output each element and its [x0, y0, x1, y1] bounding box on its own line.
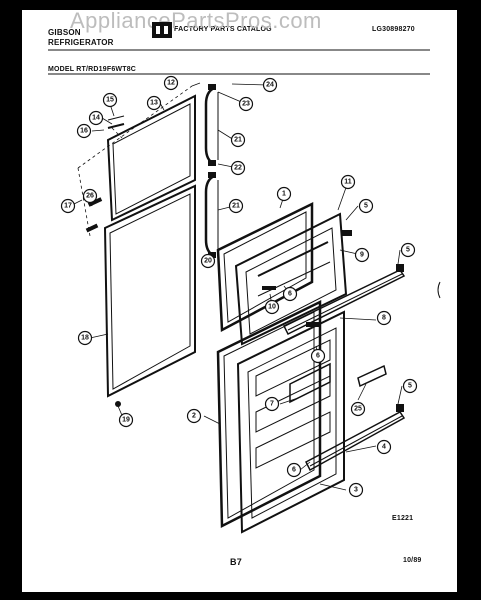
fresh-food-door-shelf	[305, 404, 406, 472]
callout-4-label: 4	[382, 444, 386, 451]
page-number: B7	[230, 557, 242, 567]
freezer-door-shelf	[282, 264, 406, 336]
callout-20-label: 20	[204, 258, 212, 265]
fresh-food-door-liner	[216, 299, 345, 534]
fresh-food-door-gasket	[103, 184, 196, 398]
callout-25: 25	[350, 401, 366, 417]
callout-11-label: 11	[344, 179, 352, 186]
callout-18-label: 18	[81, 335, 89, 342]
brand-logo-icon	[152, 22, 172, 38]
callout-7-label: 7	[270, 401, 274, 408]
callout-20: 20	[200, 253, 216, 269]
callout-25-label: 25	[354, 406, 362, 413]
callout-14: 14	[88, 110, 104, 126]
screw-icon	[437, 281, 441, 299]
door-handles	[204, 84, 219, 258]
assembly-leader-lines	[77, 85, 193, 237]
callout-8: 8	[376, 310, 392, 326]
callout-10: 10	[264, 299, 280, 315]
callout-16: 16	[76, 123, 92, 139]
document-code: LG30898270	[372, 26, 415, 33]
drawing-id: E1221	[392, 515, 414, 522]
callout-6-label: 6	[288, 291, 292, 298]
catalog-title: FACTORY PARTS CATALOG	[174, 26, 272, 33]
callout-13-label: 13	[150, 100, 158, 107]
callout-3: 3	[348, 482, 364, 498]
callout-6-fresh-upper: 6	[310, 348, 326, 364]
callout-2: 2	[186, 408, 202, 424]
callout-19-label: 19	[122, 417, 130, 424]
callout-24-label: 24	[266, 82, 274, 89]
callout-19: 19	[118, 412, 134, 428]
callout-2-label: 2	[192, 413, 196, 420]
callout-5-label: 5	[406, 247, 410, 254]
callout-22: 22	[230, 160, 246, 176]
hinge-parts-icon	[85, 115, 125, 407]
revision-date: 10/89	[403, 557, 422, 564]
callout-13: 13	[146, 95, 162, 111]
callout-6-freezer: 6	[282, 286, 298, 302]
callout-21-label: 21	[232, 203, 240, 210]
callout-5-freezer-shelf: 5	[400, 242, 416, 258]
callout-14-label: 14	[92, 115, 100, 122]
callout-21-label: 21	[234, 137, 242, 144]
product-label: REFRIGERATOR	[48, 38, 114, 47]
callout-9: 9	[354, 247, 370, 263]
callout-4: 4	[376, 439, 392, 455]
callout-5-label: 5	[408, 383, 412, 390]
callout-7: 7	[264, 396, 280, 412]
callout-3-label: 3	[354, 487, 358, 494]
callout-8-label: 8	[382, 315, 386, 322]
callout-6-fresh-lower: 6	[286, 462, 302, 478]
callout-12-label: 12	[167, 80, 175, 87]
callout-5-label: 5	[364, 203, 368, 210]
callout-15: 15	[102, 92, 118, 108]
egg-tray	[357, 364, 387, 388]
callout-23-label: 23	[242, 101, 250, 108]
model-number: MODEL RT/RD19F6WT8C	[48, 66, 137, 73]
callout-5-fresh-shelf: 5	[402, 378, 418, 394]
callout-15-label: 15	[106, 97, 114, 104]
callout-21-upper: 21	[230, 132, 246, 148]
callout-10-label: 10	[268, 304, 276, 311]
callout-18: 18	[77, 330, 93, 346]
callout-9-label: 9	[360, 252, 364, 259]
callout-1-label: 1	[282, 191, 286, 198]
callout-26: 26	[82, 188, 98, 204]
brand-label: GIBSON	[48, 28, 81, 37]
callout-1: 1	[276, 186, 292, 202]
callout-26-label: 26	[86, 193, 94, 200]
freezer-door-liner	[216, 201, 352, 346]
watermark: AppliancePartsPros.com	[70, 8, 322, 33]
callout-17: 17	[60, 198, 76, 214]
callout-23: 23	[238, 96, 254, 112]
callout-16-label: 16	[80, 128, 88, 135]
callout-21-lower: 21	[228, 198, 244, 214]
callout-22-label: 22	[234, 165, 242, 172]
callout-12: 12	[163, 75, 179, 91]
callout-24: 24	[262, 77, 278, 93]
callout-6-label: 6	[316, 353, 320, 360]
callout-5-freezer-liner: 5	[358, 198, 374, 214]
callout-6-label: 6	[292, 467, 296, 474]
freezer-door-gasket	[106, 94, 196, 222]
callout-11: 11	[340, 174, 356, 190]
callout-17-label: 17	[64, 203, 72, 210]
